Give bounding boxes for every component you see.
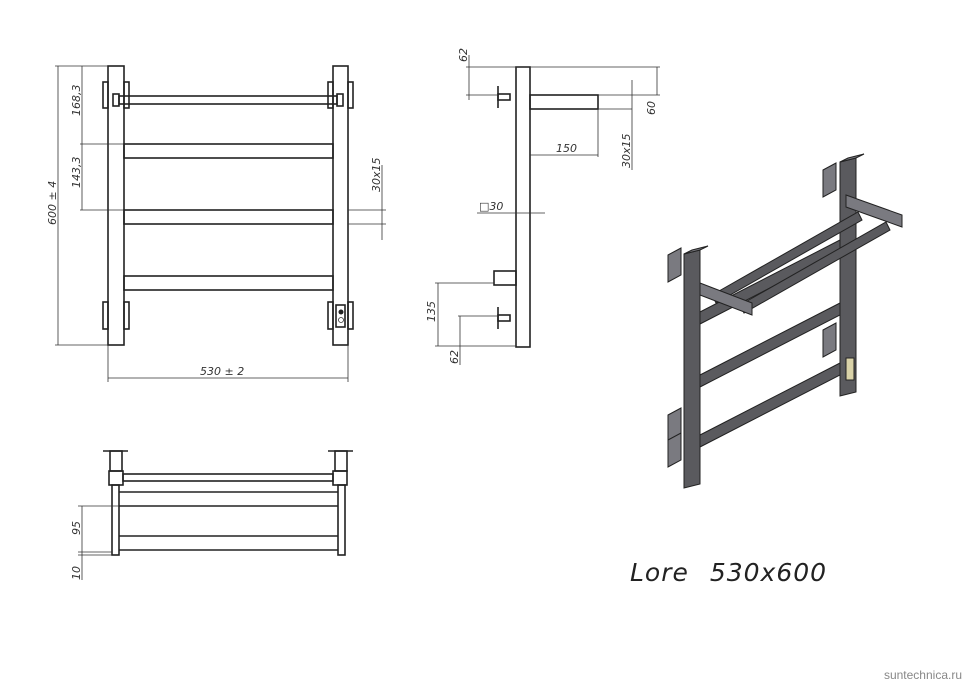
- dim-rung-section: 30x15: [370, 157, 383, 192]
- dim-top-spacing: 168,3: [70, 85, 83, 117]
- dim-bottom-offset: 62: [448, 350, 461, 364]
- dim-shelf-depth: 150: [556, 142, 577, 155]
- side-view: 62 60 150 30x15 □30 135 62: [425, 48, 660, 365]
- dim-top-offset: 62: [457, 48, 470, 62]
- dim-lower-stub: 135: [425, 301, 438, 322]
- dim-height: 600 ± 4: [46, 181, 59, 225]
- watermark: suntechnica.ru: [883, 668, 962, 682]
- dim-width: 530 ± 2: [200, 365, 244, 378]
- dim-rail-spacing: 95: [70, 521, 83, 535]
- isometric-render: [667, 153, 903, 489]
- dim-shelf-section: 30x15: [620, 133, 633, 168]
- dim-bottom-gap: 10: [70, 566, 83, 580]
- dim-shelf-height: 60: [645, 101, 658, 115]
- product-title: Lore 530x600: [630, 558, 828, 587]
- dim-stile-section: □30: [479, 200, 503, 213]
- front-view: 600 ± 4 168,3 143,3 30x15 530 ± 2: [46, 65, 386, 382]
- dim-rung-spacing: 143,3: [70, 157, 83, 189]
- top-view: 95 10: [70, 450, 353, 580]
